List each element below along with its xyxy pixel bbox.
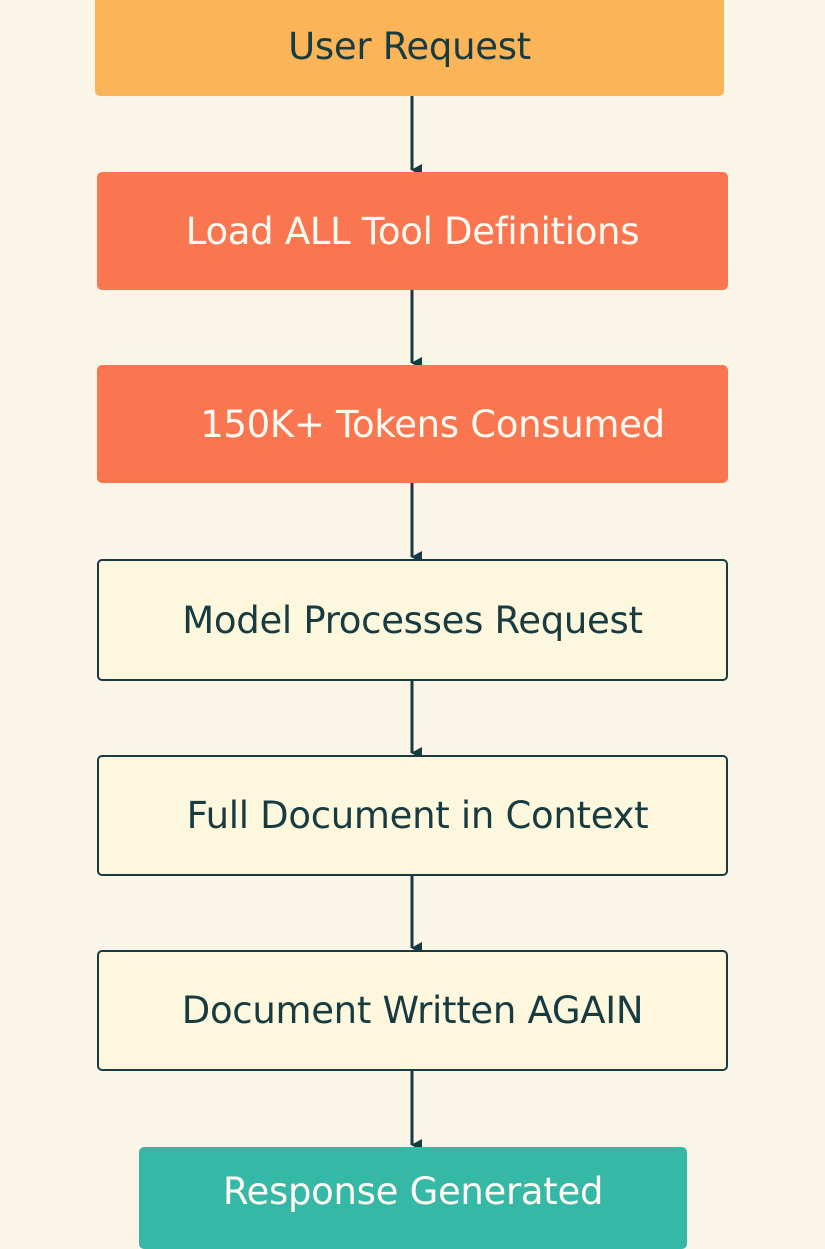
node-label: Model Processes Request <box>182 598 643 642</box>
node-model-processes-request: Model Processes Request <box>97 559 728 681</box>
node-tokens-consumed: 150K+ Tokens Consumed <box>97 365 728 483</box>
node-user-request: User Request <box>95 0 724 96</box>
node-label: Response Generated <box>222 1169 604 1213</box>
node-document-written-again: Document Written AGAIN <box>97 950 728 1071</box>
node-response-generated: Response Generated <box>139 1147 687 1249</box>
node-full-document-in-context: Full Document in Context <box>97 755 728 876</box>
node-label: User Request <box>288 24 531 68</box>
node-label: Document Written AGAIN <box>181 989 644 1032</box>
node-label: Full Document in Context <box>186 794 649 837</box>
node-load-tool-definitions: Load ALL Tool Definitions <box>97 172 728 290</box>
node-label: Load ALL Tool Definitions <box>185 209 640 253</box>
node-label: 150K+ Tokens Consumed <box>200 402 665 446</box>
